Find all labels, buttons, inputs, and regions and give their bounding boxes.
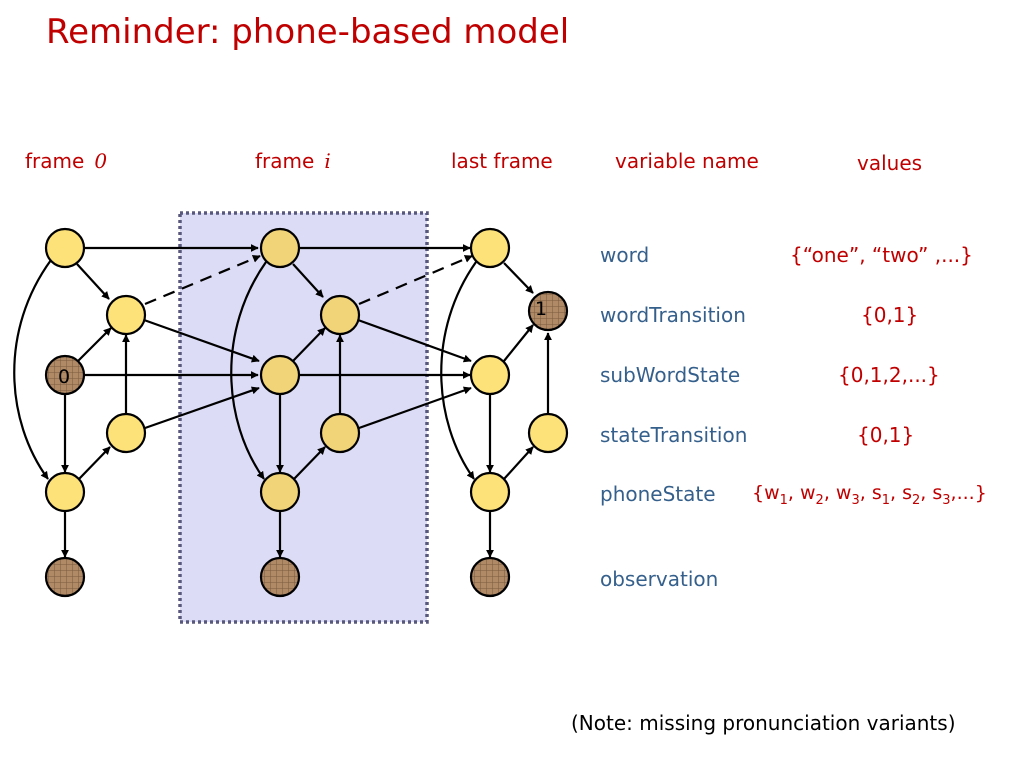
edge-fi-sw-to-wt — [292, 327, 326, 362]
node-fi-word-transition — [319, 294, 361, 336]
edge-fi-word-to-ps — [230, 261, 267, 480]
node-fi-word — [259, 227, 301, 269]
var-name-state-transition: stateTransition — [600, 423, 748, 447]
frame-i-label: frame — [255, 149, 315, 173]
var-name-word-transition: wordTransition — [600, 303, 746, 327]
values-phone-state: {w1, w2, w3, s1, s2, s3,...} — [752, 482, 987, 508]
values-word: {“one”, “two” ,...} — [790, 243, 973, 267]
var-name-phone-state: phoneState — [600, 482, 716, 506]
edge-st-i-to-sw-last — [358, 386, 472, 430]
node-fl-word-transition — [527, 290, 569, 332]
edge-fl-word-to-ps — [440, 261, 477, 480]
node-f0-subword-state — [44, 354, 86, 396]
node-fl-state-transition — [527, 412, 569, 454]
edge-f0-word-to-ps — [13, 259, 52, 480]
edge-fl-sw-to-wt — [503, 324, 534, 362]
node-fi-observation — [259, 556, 301, 598]
edge-wt-0-to-word-i — [144, 254, 261, 306]
var-name-word: word — [600, 243, 650, 267]
final-transition-label: 1 — [535, 298, 547, 320]
node-f0-phone-state — [44, 471, 86, 513]
node-f0-observation — [44, 556, 86, 598]
edge-f0-sw-to-wt — [77, 327, 112, 362]
edge-fl-ps-to-st — [503, 446, 534, 480]
frame-0-label: frame — [25, 149, 85, 173]
node-f0-word — [44, 227, 86, 269]
node-f0-word-transition — [105, 294, 147, 336]
values-state-transition: {0,1} — [857, 423, 915, 447]
node-fi-subword-state — [259, 354, 301, 396]
edge-wt-i-to-word-last — [358, 254, 473, 306]
edge-st-0-to-sw-i — [144, 386, 260, 430]
edge-fi-ps-to-st — [293, 446, 326, 480]
edge-fi-word-to-wt — [292, 263, 324, 298]
node-fi-phone-state — [259, 471, 301, 513]
node-fl-subword-state — [469, 354, 511, 396]
var-name-observation: observation — [600, 567, 719, 591]
values-word-transition: {0,1} — [861, 303, 919, 327]
edge-wt-i-to-sw-last — [357, 318, 472, 363]
initial-subword-label: 0 — [58, 366, 70, 388]
node-f0-state-transition — [105, 412, 147, 454]
values-header: values — [857, 151, 923, 175]
slide-title: Reminder: phone-based model — [46, 12, 570, 52]
node-fl-word — [469, 227, 511, 269]
frame-i-index: i — [324, 149, 331, 173]
footer-note: (Note: missing pronunciation variants) — [571, 711, 956, 735]
node-fi-state-transition — [319, 412, 361, 454]
edge-fl-word-to-wt — [503, 262, 534, 294]
variable-name-header: variable name — [615, 149, 759, 173]
edge-f0-word-to-wt — [76, 263, 110, 300]
last-frame-header: last frame — [451, 149, 553, 173]
edge-wt-0-to-sw-i — [143, 318, 260, 363]
node-fl-observation — [469, 556, 511, 598]
var-name-subword-state: subWordState — [600, 363, 741, 387]
values-subword-state: {0,1,2,...} — [838, 363, 940, 387]
frame-0-header: frame 0 — [25, 149, 107, 173]
frame-0-index: 0 — [94, 149, 108, 173]
node-fl-phone-state — [469, 471, 511, 513]
edge-f0-ps-to-st — [78, 446, 111, 480]
